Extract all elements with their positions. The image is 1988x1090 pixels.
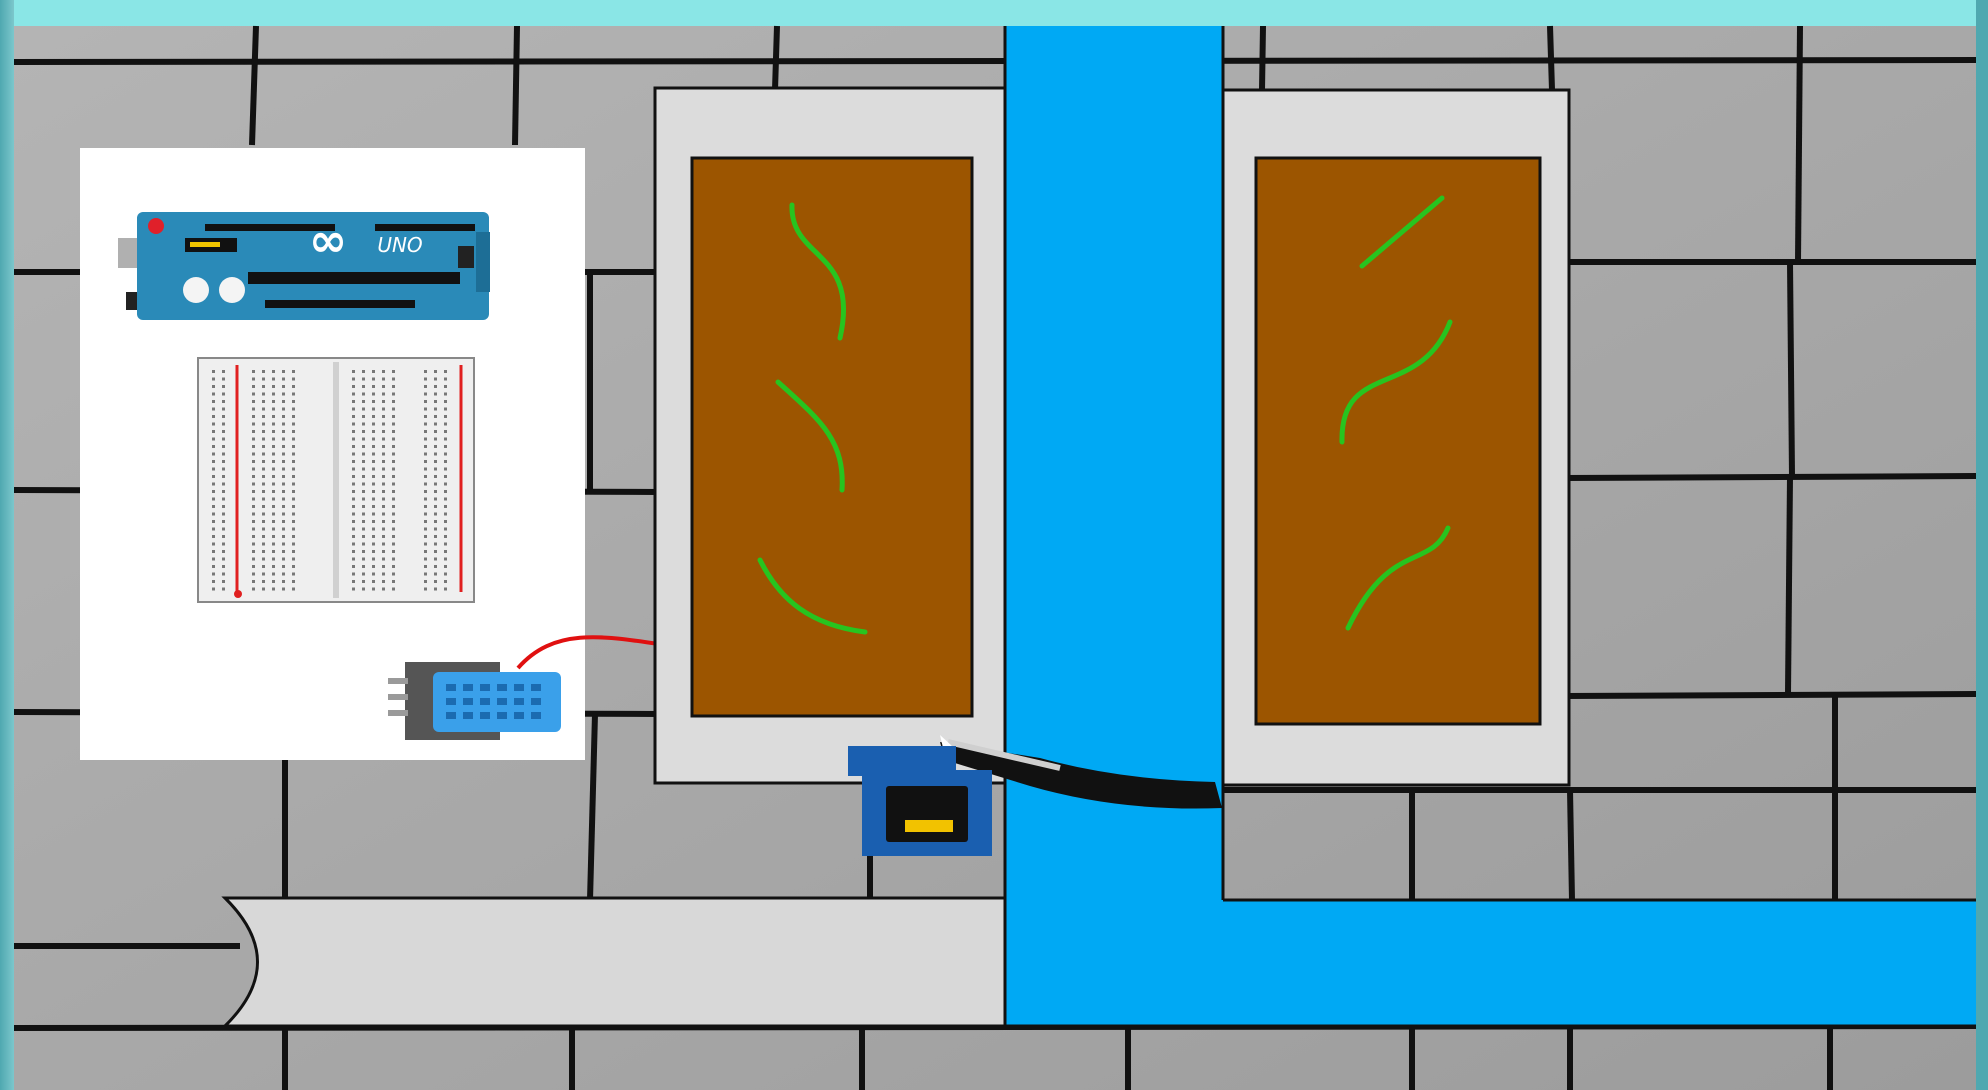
arduino-board-icon: ∞ UNO <box>118 212 490 320</box>
controller-panel: ∞ UNO <box>80 148 725 760</box>
arduino-brand-text: UNO <box>377 233 422 257</box>
water-channel-horizontal <box>1005 900 1976 1026</box>
servo-motor-icon <box>848 735 1222 856</box>
arduino-logo: ∞ <box>309 213 347 267</box>
breadboard-icon <box>197 357 475 603</box>
background-left <box>0 0 14 1090</box>
planter-right <box>1221 88 1571 787</box>
water-channel <box>1003 26 1976 1028</box>
background-top <box>0 0 1988 26</box>
dht-sensor-icon <box>388 662 561 740</box>
planter-right-soil <box>1254 156 1542 726</box>
sprouts-right <box>1339 195 1453 631</box>
sprouts-left <box>757 202 868 635</box>
drain-pipe <box>221 896 1007 1028</box>
background-right <box>1976 0 1988 1090</box>
water-channel-vertical <box>1005 26 1223 1026</box>
planter-left <box>653 86 1007 785</box>
